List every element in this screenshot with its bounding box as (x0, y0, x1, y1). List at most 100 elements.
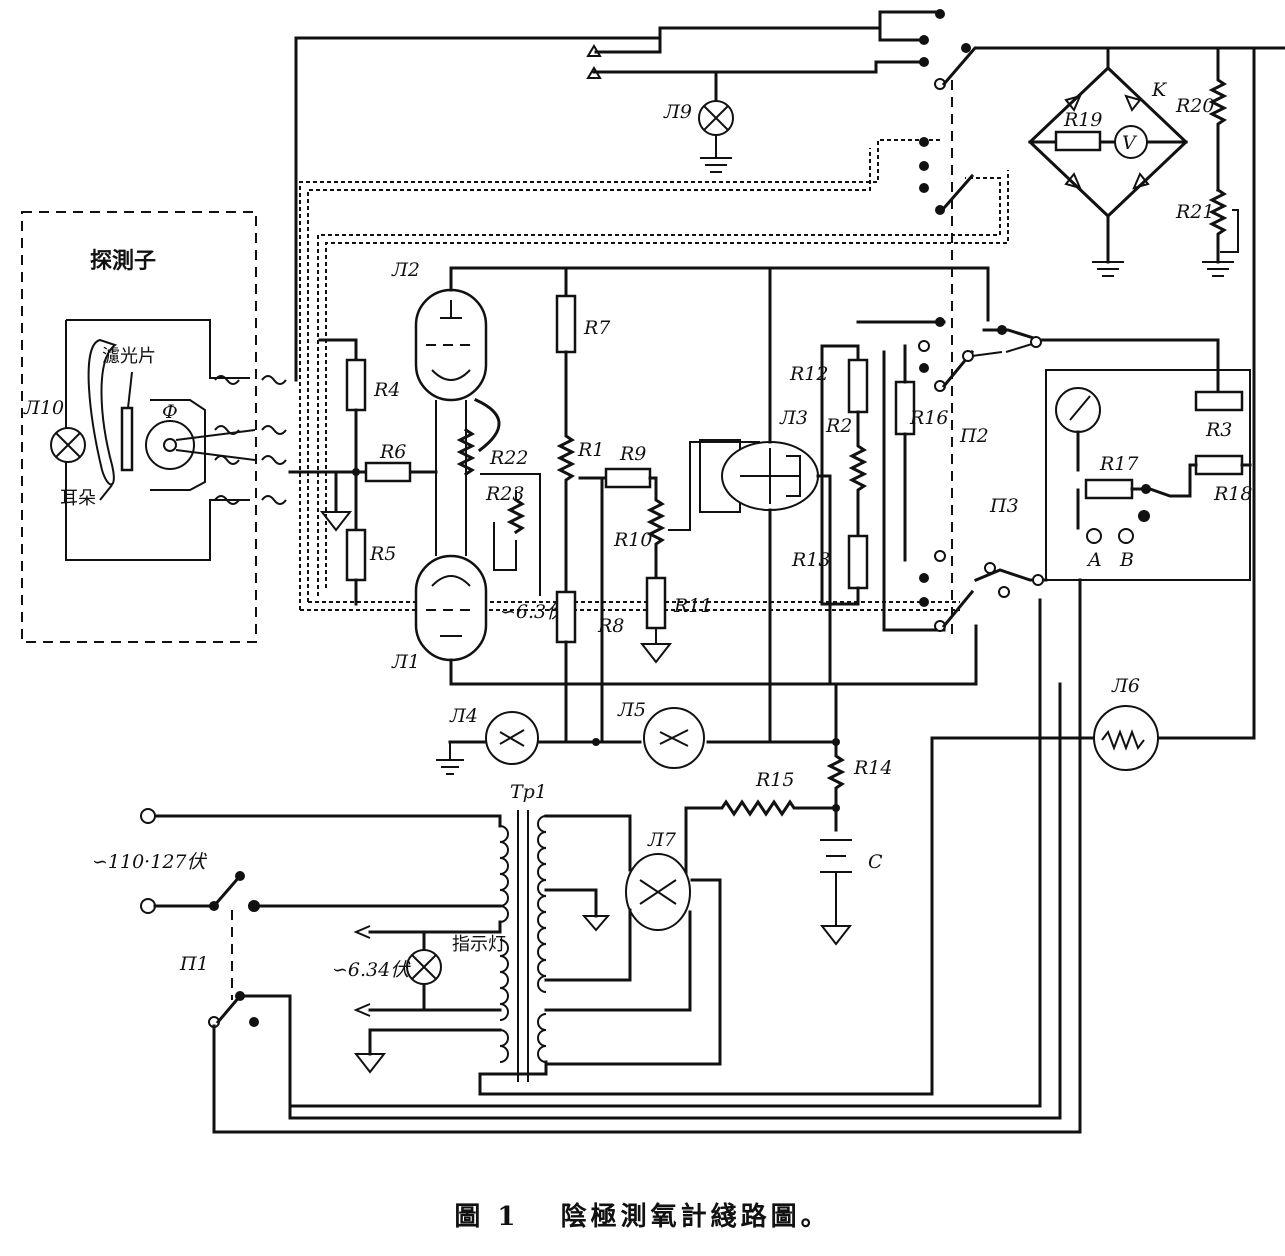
contact-dot-6 (919, 161, 929, 171)
tube-L2-cathode-lead (474, 398, 501, 453)
label-R2: R2 (825, 415, 852, 437)
resistor-R5 (345, 528, 367, 582)
galvanometer-needle (1069, 395, 1091, 421)
label-R5: R5 (369, 543, 396, 565)
ground-hv-center (581, 915, 611, 932)
R10-wiper (668, 441, 760, 531)
label-R21: R21 (1175, 201, 1214, 223)
photocell-holder (150, 399, 206, 491)
tube-L2: Л2 (391, 259, 968, 402)
ground-L4 (436, 742, 464, 775)
wire-B-minus (449, 658, 978, 686)
tube-heater-leads (435, 400, 467, 556)
resistor-R6 (364, 461, 412, 483)
mains-terminal-1[interactable] (140, 808, 156, 824)
switch-P1-pivot (209, 901, 219, 911)
contact-chain-4 (984, 562, 996, 574)
supply-filter: R14 R15 C Л7 (625, 682, 892, 946)
label-L9: Л9 (663, 101, 692, 123)
label-R3: R3 (1205, 419, 1232, 441)
contact-R17-1 (1141, 484, 1151, 494)
lamp-L6: Л6 (930, 46, 1256, 1094)
label-R18: R18 (1213, 483, 1252, 505)
wire-R12-top (820, 344, 860, 362)
ground-C (819, 925, 853, 946)
switch-arm-P3 (941, 589, 975, 629)
capacitor-C (820, 839, 852, 926)
label-R9: R9 (619, 443, 646, 465)
wire-R16-frame (856, 320, 946, 632)
label-L1: Л1 (391, 651, 420, 673)
resistor-R15 (684, 799, 838, 832)
photocell-leads (175, 429, 256, 461)
primary-winding (499, 825, 509, 923)
probe-housing-bottom (65, 320, 250, 561)
contact-chain-3 (1030, 336, 1042, 348)
node-R14 (832, 738, 840, 746)
ground-R21 (1202, 261, 1234, 277)
label-A: A (1086, 549, 1102, 571)
switch-P1-contact-1 (235, 871, 245, 881)
mains-switch: ∽110·127伏 П1 (92, 578, 1082, 1134)
label-R20: R20 (1175, 95, 1214, 117)
circuit-schematic: 探測子 Л10 耳朵 濾光片 Ф (21, 9, 1285, 1134)
probe-dashed-enclosure (21, 211, 257, 643)
terminal-B[interactable] (1118, 528, 1134, 544)
contact-P2-1 (935, 317, 945, 327)
label-R13: R13 (791, 549, 830, 571)
label-R4: R4 (373, 379, 400, 401)
divider-R7-R1-R8: R7 R1 R8 (555, 266, 624, 744)
relay-contact-2 (586, 66, 602, 79)
bridge-diodes (1064, 94, 1150, 190)
wire-lamp-leads (368, 930, 502, 1012)
label-L10: Л10 (23, 397, 64, 419)
lamp-L6-symbol (1093, 705, 1159, 771)
wire-B-plus (449, 266, 968, 292)
wire-L7-cathode (544, 878, 722, 1066)
contact-dot-7 (919, 183, 929, 193)
photocell-anode (163, 438, 177, 452)
filter-label: 濾光片 (102, 346, 156, 367)
label-phi: Ф (162, 401, 178, 423)
label-R14: R14 (853, 757, 892, 779)
arrow-lamp-bottom (353, 1003, 371, 1017)
resistor-R2 (848, 410, 868, 538)
arrow-lamp-top (353, 925, 371, 939)
wire-right-return (288, 598, 1042, 1108)
node-neon (592, 738, 600, 746)
resistor-R20 (1208, 46, 1228, 192)
R21-wiper (1220, 209, 1239, 253)
lamp-L9-cross (703, 105, 729, 131)
indicator-lamp: 指示灯 ∽6.34伏 (332, 925, 506, 1074)
contact-P3-2 (919, 573, 929, 583)
label-lamp-634: ∽6.34伏 (332, 959, 411, 981)
hv-secondary-winding (537, 815, 547, 993)
ground-R11 (639, 628, 673, 664)
terminal-A[interactable] (1086, 528, 1102, 544)
contact-dot-4 (961, 43, 971, 53)
label-R22: R22 (489, 447, 528, 469)
aux-winding-right (537, 1013, 547, 1063)
ground-bridge (1092, 261, 1124, 277)
label-R6: R6 (379, 441, 406, 463)
label-K: K (1151, 79, 1168, 101)
filter-pointer (127, 371, 133, 409)
mains-terminal-2[interactable] (140, 898, 156, 914)
resistor-R22 (456, 427, 476, 477)
label-R10: R10 (613, 529, 652, 551)
shield-outer-2 (307, 148, 871, 602)
resistor-R13 (847, 534, 869, 590)
node-input (352, 468, 360, 476)
indicator-label: 指示灯 (452, 934, 506, 955)
figure-caption: 圖 1 陰極測氧計綫路圖。 (0, 1196, 1285, 1233)
wire-top-branch (594, 26, 922, 54)
label-R19: R19 (1063, 109, 1102, 131)
tube-L1: Л1 (391, 398, 978, 686)
heater-network: R22 R23 ∽6.3伏 (456, 427, 567, 623)
R22-wiper (480, 473, 541, 596)
shield-inner-1 (317, 177, 1001, 596)
switch-arm-2 (941, 173, 975, 211)
ground-input (319, 511, 353, 532)
resistor-R14 (826, 682, 846, 806)
tube-L3-shield (699, 439, 741, 513)
